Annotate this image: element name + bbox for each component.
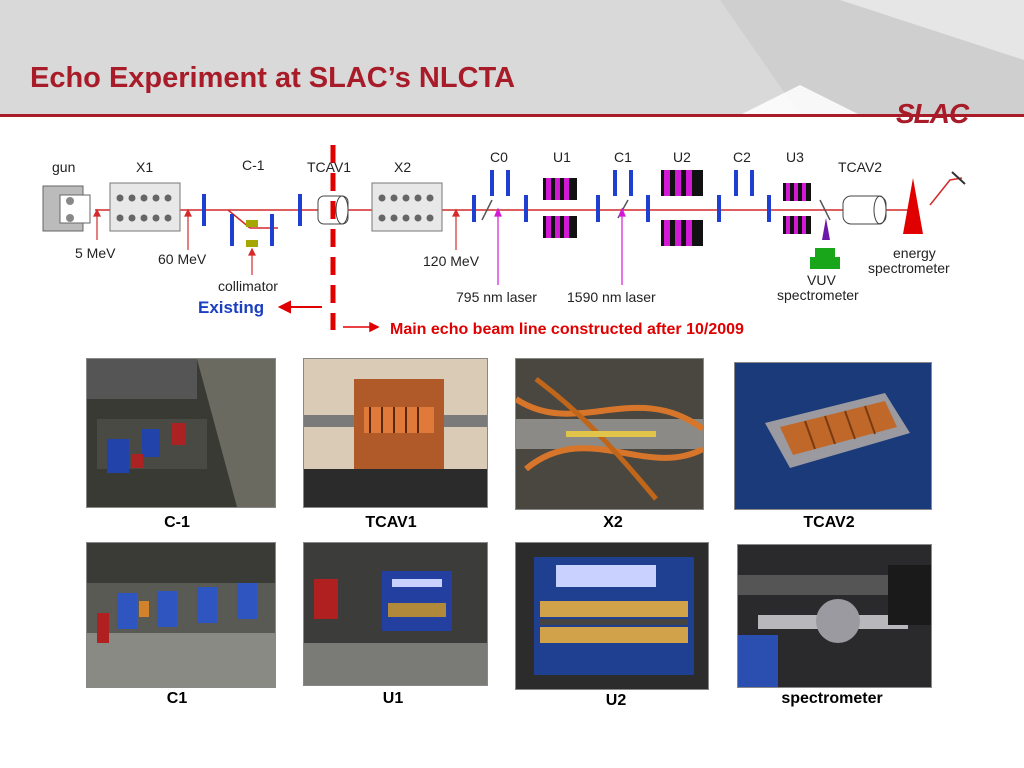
label-c-1: C-1 [242,157,265,173]
caption-spectrometer: spectrometer [781,690,883,707]
undulator-photo-icon [516,543,708,689]
label-collimator: collimator [218,278,278,294]
photo-x2 [515,358,704,510]
label-5mev: 5 MeV [75,245,116,261]
u3-undulator-icon [783,183,811,234]
beamline-diagram: gun X1 C-1 TCAV1 X2 C0 U1 C1 U2 C2 U3 TC… [42,145,966,338]
photo-tcav2 [734,362,932,510]
label-u2: U2 [673,149,691,165]
label-vuv: VUV [807,272,836,288]
existing-arrow [277,300,322,314]
gun-icon [42,185,91,232]
header-decoration [720,0,1024,115]
caption-c1: C1 [166,690,188,707]
label-60mev: 60 MeV [158,251,207,267]
photo-spectrometer [737,544,932,688]
rf-cavity-photo-icon [735,363,931,509]
slac-logo: SLAC [896,98,969,129]
label-u1: U1 [553,149,571,165]
caption-c-1: C-1 [164,514,190,531]
c-1-magnets [202,194,302,246]
label-120mev: 120 MeV [423,253,480,269]
vuv-spectrometer-icon [810,218,840,269]
label-c0: C0 [490,149,508,165]
u1-undulator-icon [543,178,577,238]
accelerator-structure-photo-icon [516,359,703,509]
label-c2: C2 [733,149,751,165]
slide-header [0,0,1024,115]
label-energy-spectrometer: spectrometer [868,260,950,276]
c0-magnets [472,170,528,222]
label-tcav2: TCAV2 [838,159,882,175]
label-gun: gun [52,159,75,175]
label-c1: C1 [614,149,632,165]
caption-tcav1: TCAV1 [365,514,417,531]
photo-c1 [86,542,276,688]
collimator-icon [246,220,258,227]
chicane-photo-icon [87,543,275,687]
rf-cavity-photo-icon [304,359,487,507]
caption-u2: U2 [605,692,627,709]
caption-tcav2: TCAV2 [803,514,855,531]
label-tcav1: TCAV1 [307,159,351,175]
label-x2: X2 [394,159,411,175]
c2-magnets [717,170,771,222]
label-main-echo-line: Main echo beam line constructed after 10… [390,321,744,338]
spectrometer-photo-icon [738,545,931,687]
screen-icon [951,171,966,185]
label-795-laser: 795 nm laser [456,289,537,305]
photo-c-1 [86,358,276,508]
label-vuv-spectrometer: spectrometer [777,287,859,303]
photo-tcav1 [303,358,488,508]
u2-undulator-icon [661,170,703,246]
tcav2-icon [842,195,887,225]
x2-structure-icon [371,182,443,232]
label-energy: energy [893,245,936,261]
title-rule [0,114,1024,117]
label-1590-laser: 1590 nm laser [567,289,656,305]
undulator-photo-icon [304,543,487,685]
x1-structure-icon [109,182,181,232]
caption-u1: U1 [382,690,404,707]
photo-u2 [515,542,709,690]
beamline-photo-icon [87,359,275,507]
main-line-arrow [343,321,380,333]
label-u3: U3 [786,149,804,165]
label-x1: X1 [136,159,153,175]
energy-spectrometer-icon [903,178,923,234]
caption-x2: X2 [603,514,623,531]
slide-title: Echo Experiment at SLAC’s NLCTA [30,62,516,94]
photo-u1 [303,542,488,686]
label-existing: Existing [198,298,264,317]
c1-magnets [596,170,650,222]
